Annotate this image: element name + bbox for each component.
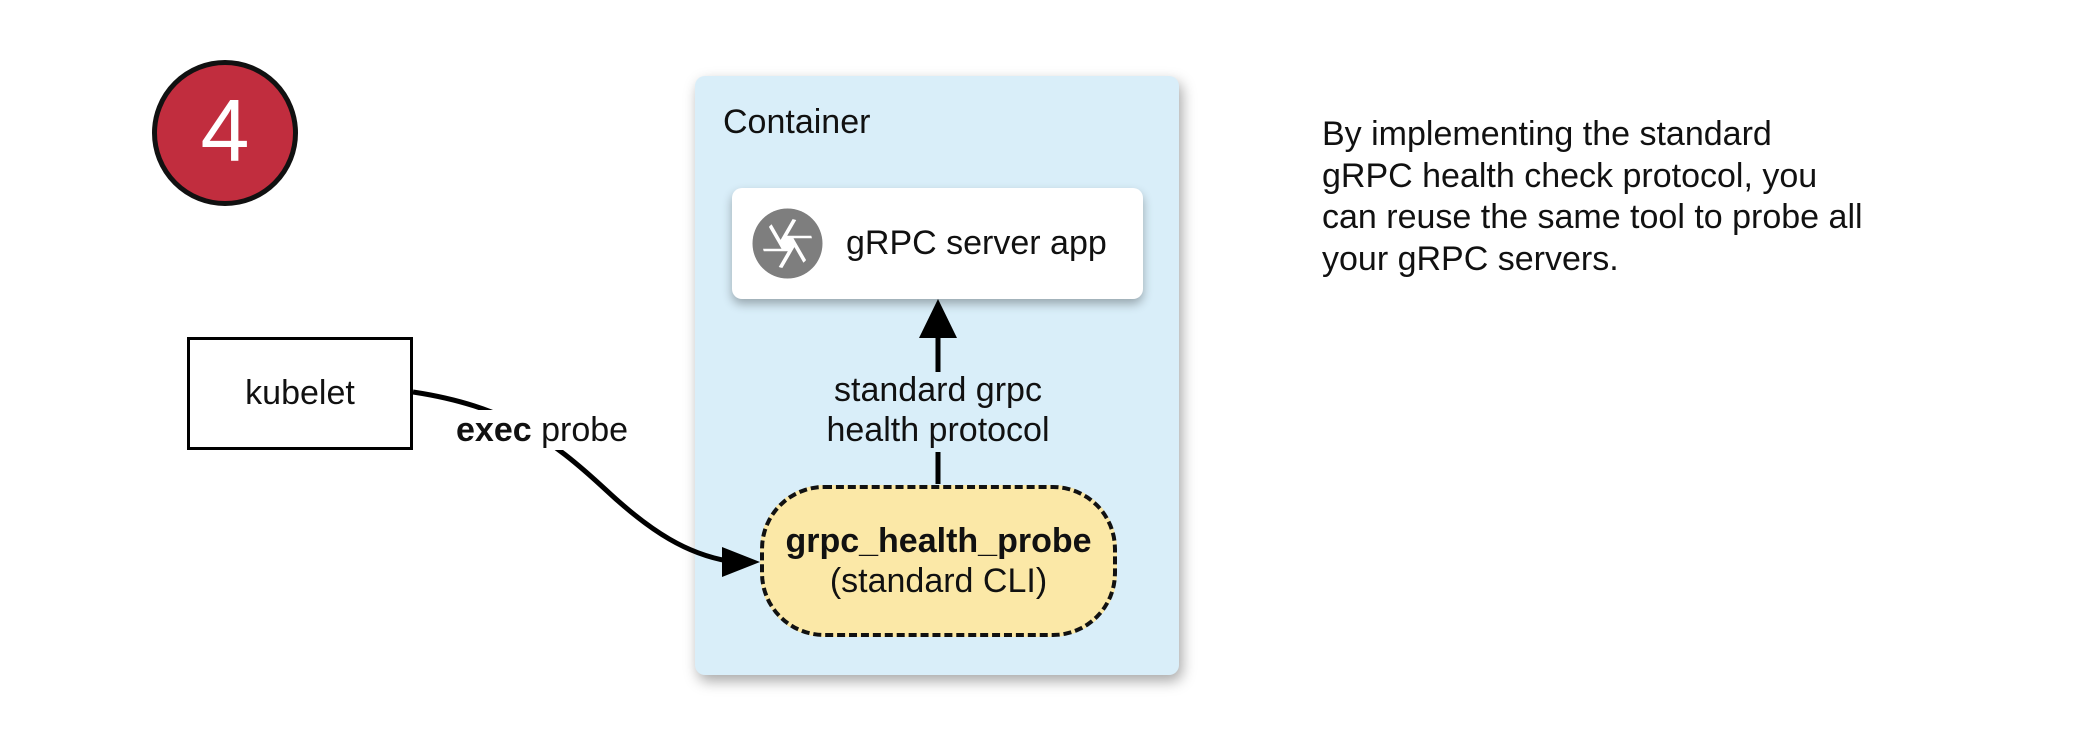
kubelet-label: kubelet xyxy=(245,374,355,412)
step-badge: 4 xyxy=(152,60,298,206)
step-number: 4 xyxy=(200,81,250,180)
grpc-server-box: gRPC server app xyxy=(732,188,1143,299)
grpc-server-label: gRPC server app xyxy=(846,224,1107,262)
aperture-icon xyxy=(752,208,823,279)
probe-title: grpc_health_probe xyxy=(785,522,1092,560)
container-title: Container xyxy=(723,103,871,141)
kubelet-box: kubelet xyxy=(187,337,413,450)
probe-subtitle: (standard CLI) xyxy=(829,562,1048,600)
exec-probe-label-bold: exec xyxy=(456,411,532,449)
exec-probe-label: exec probe xyxy=(450,410,635,450)
grpc-health-probe-box: grpc_health_probe (standard CLI) xyxy=(760,485,1117,637)
note-text: By implementing the standard gRPC health… xyxy=(1322,115,1863,278)
exec-probe-label-rest: probe xyxy=(531,411,629,449)
container-box: Container gRPC server app grpc_health_pr… xyxy=(695,76,1179,675)
health-protocol-label: standard grpc health protocol xyxy=(826,371,1050,449)
